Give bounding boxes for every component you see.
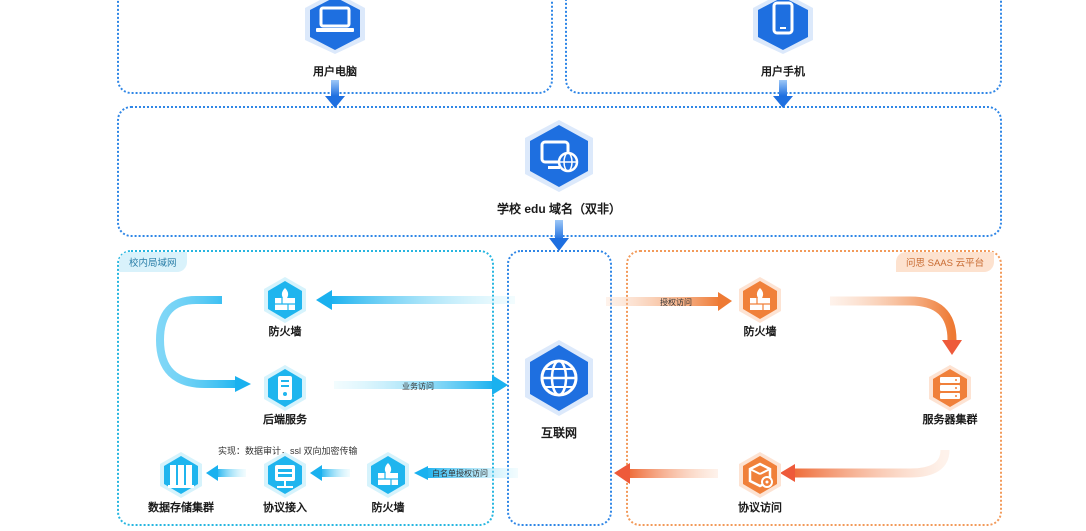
protocol-visit-right-label: 协议访问 [738,502,782,514]
data-storage-label: 数据存储集群 [148,502,214,514]
laptop-icon [305,0,365,54]
firewall-icon [367,452,409,498]
package-eye-icon [739,452,781,498]
campus-lan-tag: 校内局域网 [119,252,187,272]
implementation-note: 实现：数据审计，ssl 双向加密传输 [218,446,358,456]
storage-cluster-icon [160,452,202,498]
server-rack-icon [929,365,971,411]
arrow-phone-to-domain [773,80,793,108]
firewall-bottom-left-label: 防火墙 [371,502,405,514]
user-phone-label: 用户手机 [761,66,805,78]
firewall-icon [739,277,781,323]
firewall-icon [264,277,306,323]
arrow-firewall-to-server-cluster [830,296,962,355]
arrow-protocol-to-storage [206,465,246,481]
backend-service-label: 后端服务 [263,414,307,426]
arrow-server-to-protocol-visit [780,449,950,482]
server-cluster-label: 服务器集群 [922,414,978,426]
internet-region [507,250,612,526]
mobile-phone-icon [753,0,813,54]
arrow-domain-to-internet [549,220,569,251]
arrow-firewall-to-backend [155,296,251,392]
edge-label-business-access: 业务访问 [402,382,434,391]
arrow-internet-to-saas-firewall [606,292,732,311]
arrow-backend-to-internet [334,375,508,395]
saas-platform-tag: 问思 SAAS 云平台 [896,252,995,272]
arrow-pc-to-domain [325,80,345,108]
web-monitor-icon [525,120,593,192]
protocol-access-left-label: 协议接入 [263,502,307,514]
arrow-internet-to-firewall-bottom [414,466,518,480]
edu-domain-label: 学校 edu 域名（双非） [496,202,622,216]
edge-label-authorized-access: 授权访问 [660,298,692,307]
firewall-top-left-label: 防火墙 [268,326,302,338]
arrow-protocol-visit-to-internet [614,463,718,484]
edge-label-whitelist-access: 白名单授权访问 [432,469,488,478]
globe-icon [525,340,593,416]
saas-platform-region [626,250,1002,526]
server-tower-icon [264,365,306,411]
arrow-internet-to-firewall [316,290,515,310]
firewall-right-label: 防火墙 [743,326,777,338]
user-pc-label: 用户电脑 [313,66,357,78]
protocol-gateway-icon [264,452,306,498]
internet-label: 互联网 [540,426,578,440]
arrow-firewall-to-protocol-access [310,465,350,481]
